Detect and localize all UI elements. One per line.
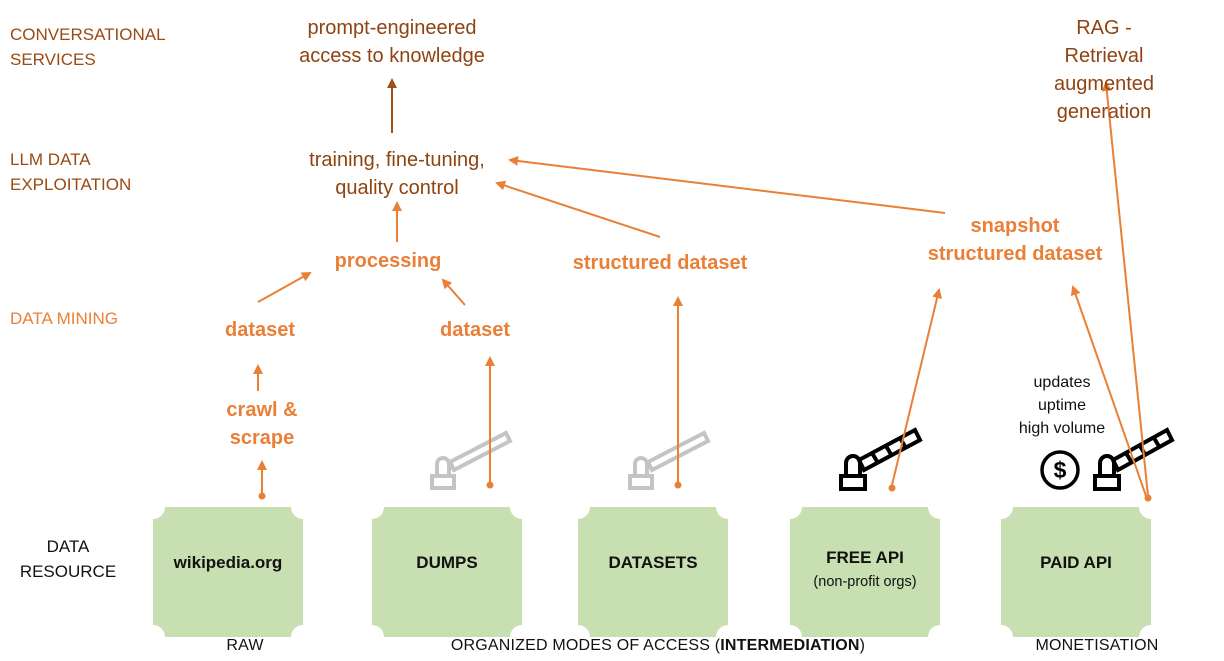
node-structured-dataset: structured dataset [572,252,748,274]
arrow-dataset-to-processing-2 [441,278,466,306]
arrow-dataset-to-processing [257,272,312,303]
node-training: training, fine-tuning, quality control [309,149,485,199]
layer-data-resource: DATA RESOURCE [19,537,117,581]
card-label-free-api-sub: (non-profit orgs) [813,574,917,590]
dollar-coin-icon: $ [1040,450,1080,490]
barrier-gray-datasets-icon [628,430,711,490]
node-rag: RAG - Retrieval augmented generation [1053,17,1155,123]
arrow-structured-to-training [495,180,661,238]
barrier-black-free-api-icon [839,427,923,491]
category-organized-suffix: ) [859,637,866,654]
node-dataset-left: dataset [224,319,296,341]
arrow-paidapi-to-rag [1101,81,1149,497]
barrier-gray-dumps-icon [430,430,513,490]
layer-data-mining: DATA MINING [10,309,118,328]
layer-conversational-services: CONVERSATIONAL SERVICES [10,25,166,69]
arrow-freeapi-to-snapshot [891,288,942,486]
node-crawl-scrape: crawl & scrape [226,399,298,449]
category-organized-prefix: ORGANIZED MODES OF ACCESS ( [450,637,721,654]
category-organized-access: ORGANIZED MODES OF ACCESS (INTERMEDIATIO… [451,637,865,655]
category-raw: RAW [226,637,264,654]
svg-text:$: $ [1054,457,1067,483]
node-prompt-engineered: prompt-engineered access to knowledge [299,17,485,67]
node-snapshot-structured-dataset: snapshot structured dataset [927,215,1103,265]
card-label-wikipedia: wikipedia.org [173,553,283,572]
card-label-free-api-title: FREE API [826,548,904,567]
card-label-dumps: DUMPS [416,553,478,572]
layer-llm-data-exploitation: LLM DATA EXPLOITATION [10,150,132,194]
card-label-datasets: DATASETS [608,553,698,572]
node-dataset-mid: dataset [439,319,511,341]
paid-api-features: updates uptime high volume [1018,374,1106,437]
arrow-snapshot-to-training [508,156,946,214]
category-monetisation: MONETISATION [1035,637,1159,654]
node-processing: processing [334,250,442,272]
category-organized-bold: INTERMEDIATION [720,637,860,654]
barrier-black-paid-api-icon [1093,427,1175,491]
card-label-free-api: FREE API (non-profit orgs) [790,547,940,593]
arrow-paidapi-to-snapshot [1070,285,1147,497]
card-label-paid-api: PAID API [1040,553,1112,572]
